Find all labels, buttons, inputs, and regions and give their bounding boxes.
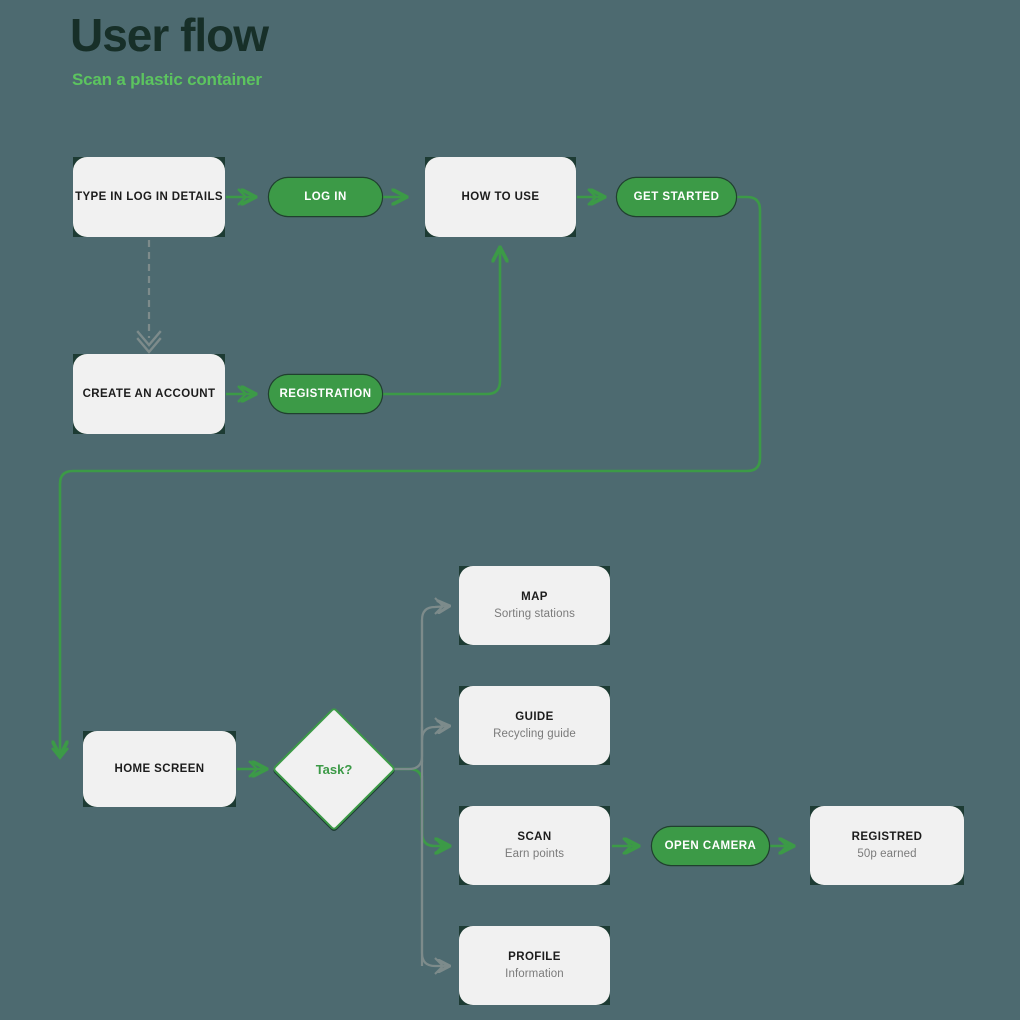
node-body: REGISTRED 50p earned <box>810 806 964 885</box>
node-registration[interactable]: REGISTRATION <box>269 375 382 413</box>
node-open-camera[interactable]: OPEN CAMERA <box>652 827 769 865</box>
node-body: MAP Sorting stations <box>459 566 610 645</box>
node-label: Task? <box>315 761 353 777</box>
node-sublabel: 50p earned <box>857 847 917 860</box>
node-label: OPEN CAMERA <box>664 840 757 852</box>
node-body: PROFILE Information <box>459 926 610 1005</box>
node-body: SCAN Earn points <box>459 806 610 885</box>
node-body: TYPE IN LOG IN DETAILS <box>73 157 225 237</box>
edge-getstarted-to-homescreen <box>60 195 762 755</box>
node-scan[interactable]: SCAN Earn points <box>459 806 610 885</box>
node-label: PROFILE <box>508 950 561 963</box>
node-create-an-account[interactable]: CREATE AN ACCOUNT <box>73 354 225 434</box>
node-label: CREATE AN ACCOUNT <box>82 387 216 400</box>
node-label: LOG IN <box>304 191 347 203</box>
node-profile[interactable]: PROFILE Information <box>459 926 610 1005</box>
node-type-in-log-in-details[interactable]: TYPE IN LOG IN DETAILS <box>73 157 225 237</box>
node-guide[interactable]: GUIDE Recycling guide <box>459 686 610 765</box>
node-label: GUIDE <box>515 710 554 723</box>
node-label: REGISTRED <box>851 830 923 843</box>
node-map[interactable]: MAP Sorting stations <box>459 566 610 645</box>
node-registred[interactable]: REGISTRED 50p earned <box>810 806 964 885</box>
edge-task-to-profile <box>420 776 449 966</box>
node-task-decision[interactable]: Task? <box>271 706 397 832</box>
node-sublabel: Sorting stations <box>494 607 575 620</box>
node-sublabel: Earn points <box>504 847 565 860</box>
node-body: HOW TO USE <box>425 157 576 237</box>
node-how-to-use[interactable]: HOW TO USE <box>425 157 576 237</box>
node-label: GET STARTED <box>633 191 720 203</box>
edge-task-to-scan <box>392 767 449 846</box>
edge-task-trunk <box>392 606 449 771</box>
node-label: MAP <box>521 590 548 603</box>
node-log-in[interactable]: LOG IN <box>269 178 382 216</box>
node-label: HOW TO USE <box>461 190 540 203</box>
node-sublabel: Information <box>505 967 564 980</box>
node-label: HOME SCREEN <box>114 762 205 775</box>
node-body: GUIDE Recycling guide <box>459 686 610 765</box>
edge-registration-to-howtouse <box>383 248 500 396</box>
node-label: SCAN <box>517 830 552 843</box>
node-sublabel: Recycling guide <box>493 727 576 740</box>
page-subtitle: Scan a plastic container <box>72 70 262 89</box>
page-title: User flow <box>70 9 269 61</box>
edge-task-to-guide-2 <box>420 726 449 762</box>
node-body: HOME SCREEN <box>83 731 236 807</box>
node-label: TYPE IN LOG IN DETAILS <box>75 190 223 203</box>
node-label: REGISTRATION <box>279 388 372 400</box>
node-home-screen[interactable]: HOME SCREEN <box>83 731 236 807</box>
node-get-started[interactable]: GET STARTED <box>617 178 736 216</box>
node-body: CREATE AN ACCOUNT <box>73 354 225 434</box>
